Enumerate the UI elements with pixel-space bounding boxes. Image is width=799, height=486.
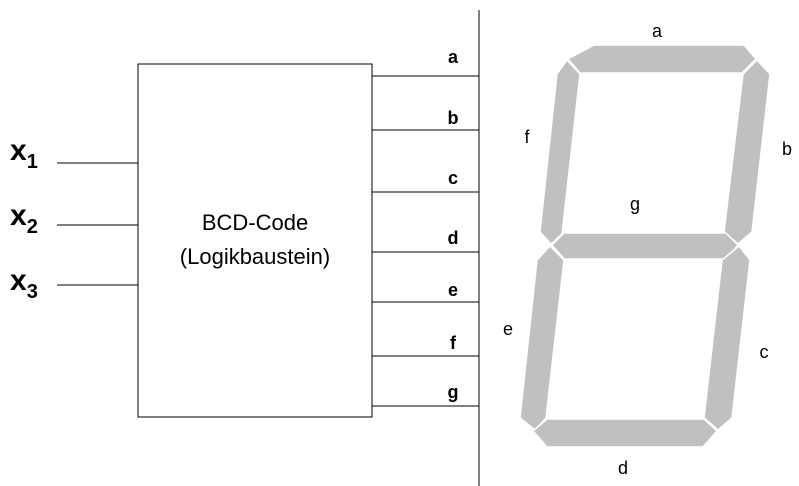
segment-e [519,244,565,432]
segment-g [550,232,740,260]
segment-b [723,58,771,245]
segment-label-a: a [652,21,663,41]
segment-label-f: f [524,127,530,147]
segment-f [539,58,581,246]
segment-label-b: b [782,139,792,159]
output-label-a: a [448,47,459,67]
segment-label-e: e [503,319,513,339]
output-label-c: c [448,168,458,188]
segment-label-g: g [630,194,640,214]
segment-label-d: d [618,458,628,478]
output-label-b: b [448,108,459,128]
segment-d [531,418,719,448]
segment-c [703,244,751,431]
segment-label-c: c [760,342,769,362]
logic-block-subtitle: (Logikbaustein) [180,244,330,269]
output-label-d: d [448,228,459,248]
output-label-e: e [448,280,458,300]
input-label-x1: x1 [10,134,38,173]
logic-block-title: BCD-Code [202,210,308,235]
input-label-x2: x2 [10,199,38,238]
logic-block [137,63,373,418]
input-label-x3: x3 [10,264,38,303]
output-label-g: g [448,382,459,402]
segment-a [566,44,758,74]
output-label-f: f [450,333,457,353]
